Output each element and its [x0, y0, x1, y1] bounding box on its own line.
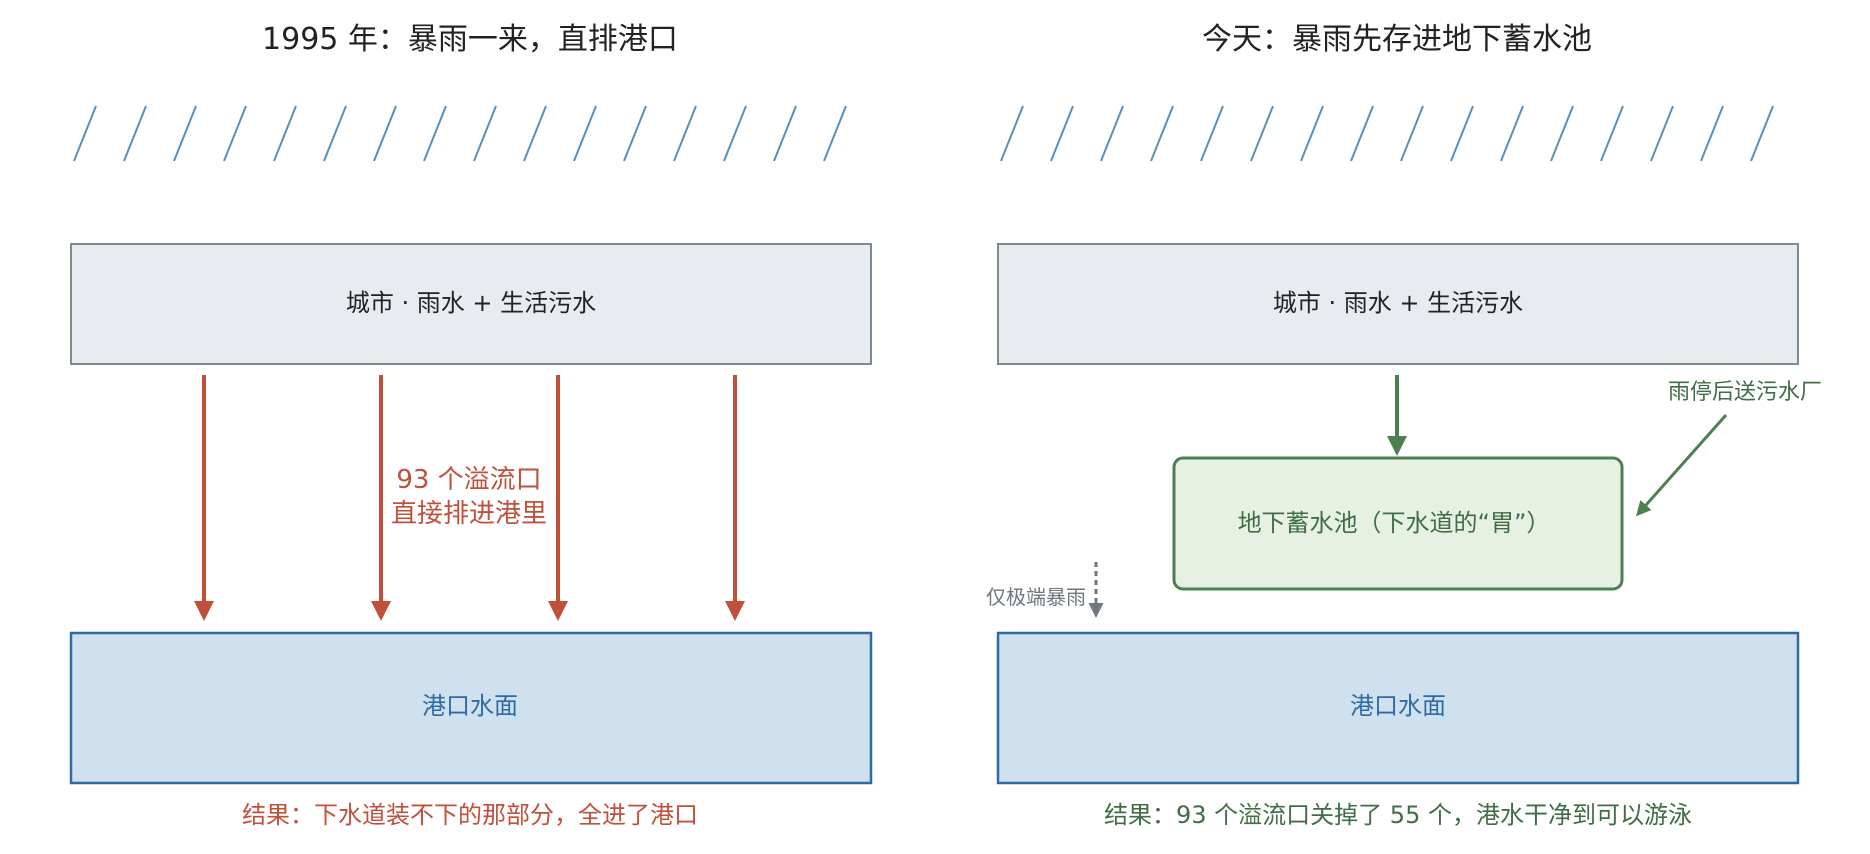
left-rain-streak [173, 105, 197, 162]
left-title: 1995 年：暴雨一来，直排港口 [262, 22, 678, 57]
left-panel: 1995 年：暴雨一来，直排港口 城市 · 雨水 + 生活污水 93 个溢流口 … [69, 22, 873, 829]
right-tank-label: 地下蓄水池（下水道的“胃”） [1238, 509, 1551, 537]
left-harbor-label: 港口水面 [422, 692, 518, 720]
right-result: 结果：93 个溢流口关掉了 55 个，港水干净到可以游泳 [1104, 801, 1692, 829]
right-city-box [997, 243, 1799, 365]
left-rain-streak [573, 105, 597, 162]
left-rain-streak [823, 105, 847, 162]
left-rain-streak [273, 105, 297, 162]
left-rain-streak [73, 105, 97, 162]
right-tank-box [1172, 456, 1624, 591]
right-rain-streak [1550, 105, 1574, 162]
right-rain-streak [1700, 105, 1724, 162]
right-title: 今天：暴雨先存进地下蓄水池 [1202, 22, 1592, 57]
left-city-label: 城市 · 雨水 + 生活污水 [346, 289, 596, 317]
left-rain-streak [223, 105, 247, 162]
left-rain-streak [523, 105, 547, 162]
right-rain-streak [1100, 105, 1124, 162]
left-harbor-box [69, 631, 873, 785]
right-city-label: 城市 · 雨水 + 生活污水 [1273, 289, 1523, 317]
right-rain-streaks [1000, 105, 1774, 162]
right-rain-streak [1650, 105, 1674, 162]
left-rain-streak [673, 105, 697, 162]
right-to-plant-arrow [1636, 414, 1728, 517]
right-rain-streak [1500, 105, 1524, 162]
left-rain-streaks [73, 105, 847, 162]
right-rain-streak [1750, 105, 1774, 162]
right-rain-streak [1000, 105, 1024, 162]
right-extreme-label: 仅极端暴雨 [986, 585, 1086, 609]
left-overflow-label-line2: 直接排进港里 [391, 499, 547, 529]
right-rain-streak [1600, 105, 1624, 162]
left-rain-streak [473, 105, 497, 162]
left-rain-streak [773, 105, 797, 162]
right-rain-streak [1400, 105, 1424, 162]
left-overflow-label-line1: 93 个溢流口 [396, 465, 541, 495]
right-rain-streak [1300, 105, 1324, 162]
right-rain-streak [1150, 105, 1174, 162]
left-rain-streak [323, 105, 347, 162]
right-to-plant-label: 雨停后送污水厂 [1668, 380, 1822, 405]
right-rain-streak [1450, 105, 1474, 162]
right-harbor-box [996, 631, 1800, 785]
left-rain-streak [373, 105, 397, 162]
left-rain-streak [623, 105, 647, 162]
left-rain-streak [423, 105, 447, 162]
left-result: 结果：下水道装不下的那部分，全进了港口 [242, 801, 698, 829]
left-city-box [70, 243, 872, 365]
right-rain-streak [1050, 105, 1074, 162]
left-rain-streak [723, 105, 747, 162]
right-harbor-label: 港口水面 [1350, 692, 1446, 720]
right-panel: 今天：暴雨先存进地下蓄水池 城市 · 雨水 + 生活污水 地下蓄水池（下水道的“… [986, 22, 1822, 829]
right-rain-streak [1350, 105, 1374, 162]
right-rain-streak [1250, 105, 1274, 162]
left-rain-streak [123, 105, 147, 162]
right-rain-streak [1200, 105, 1224, 162]
